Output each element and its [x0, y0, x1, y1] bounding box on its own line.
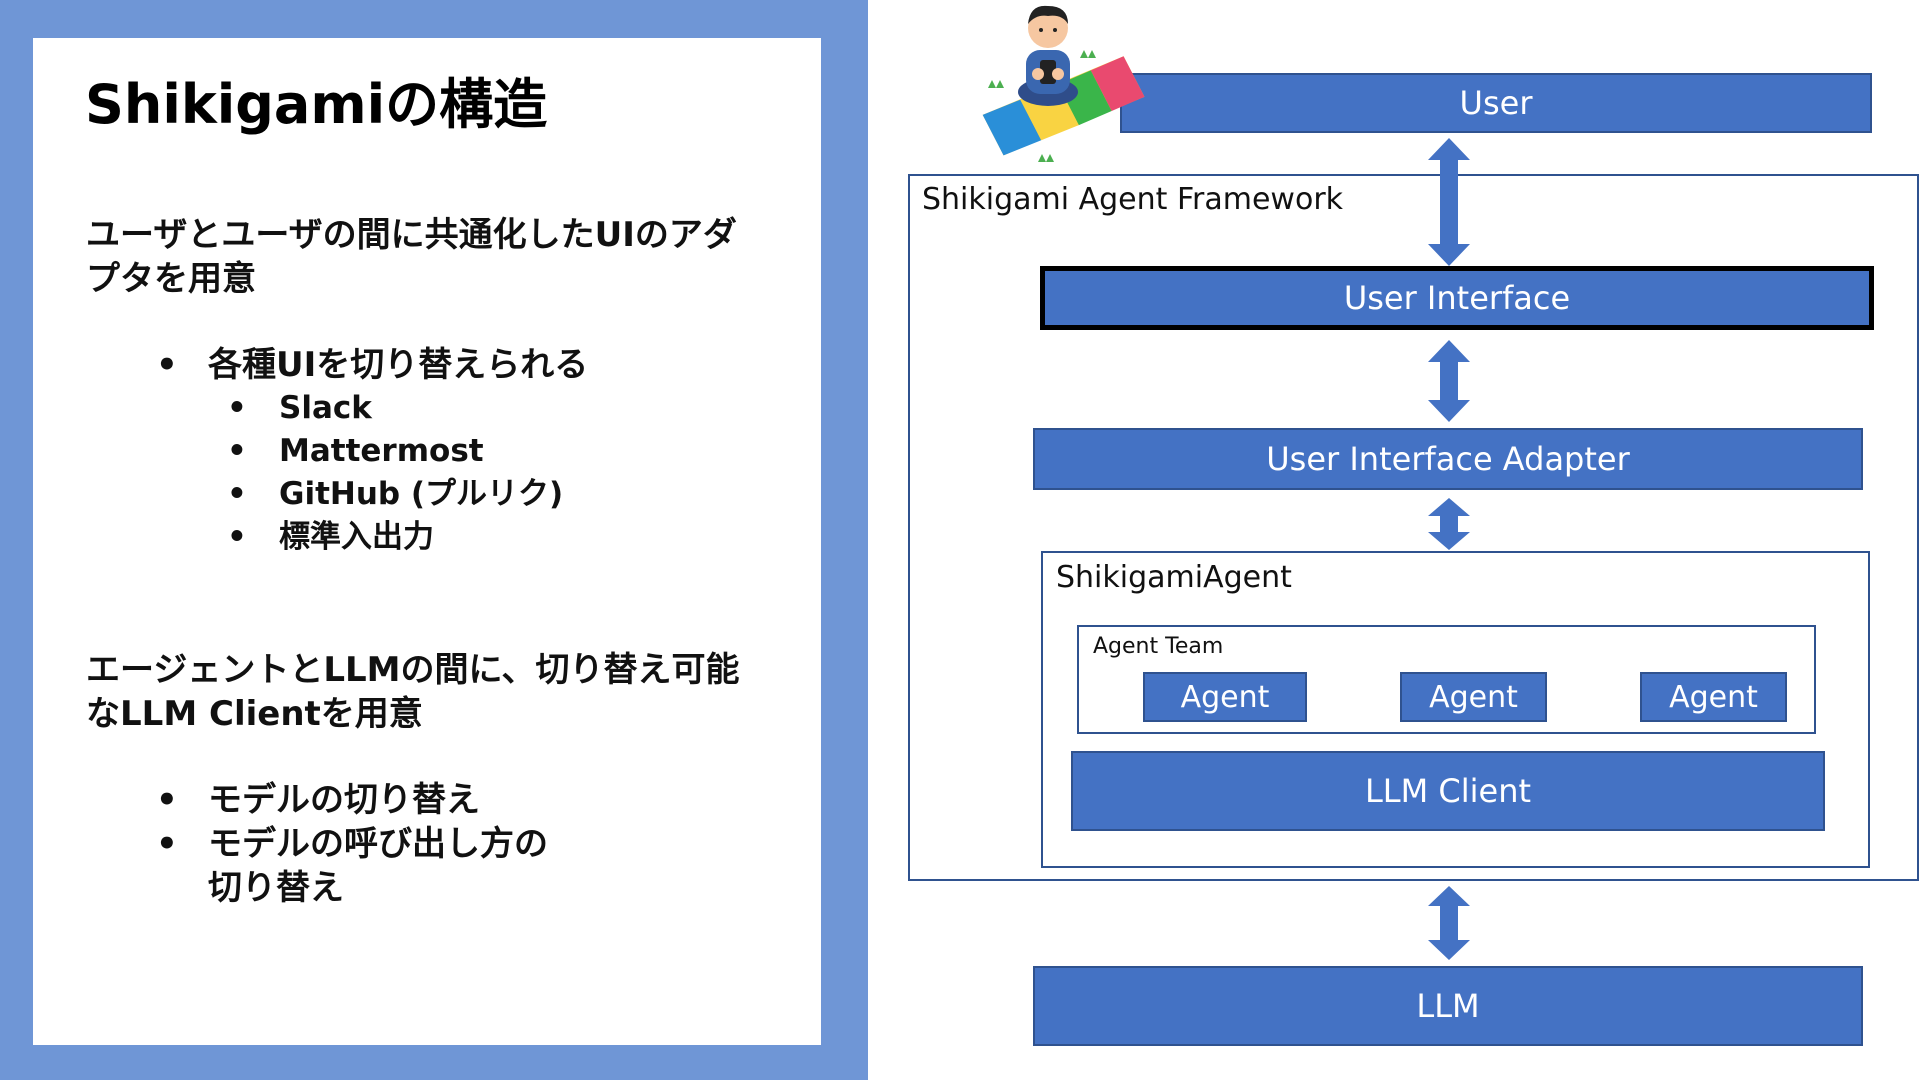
agent-label: Agent — [1669, 679, 1758, 715]
bullet-text: 各種UIを切り替えられる — [208, 345, 589, 385]
list-item: 各種UIを切り替えられる Slack Mattermost GitHub (プル… — [156, 343, 756, 559]
llm-client-box: LLM Client — [1071, 751, 1825, 831]
shikigami-agent-frame — [1041, 551, 1870, 868]
section1-paragraph: ユーザとユーザの間に共通化したUIのアダプタを用意 — [86, 215, 737, 299]
slide-title: Shikigamiの構造 — [85, 73, 548, 136]
user-interface-label: User Interface — [1343, 279, 1571, 317]
arrow-adapter-to-agent — [1428, 498, 1470, 550]
sub-list: Slack Mattermost GitHub (プルリク) 標準入出力 — [227, 387, 756, 559]
agent-team-frame — [1077, 625, 1816, 734]
agent-box-2: Agent — [1400, 672, 1547, 722]
content-card: Shikigamiの構造 ユーザとユーザの間に共通化したUIのアダプタを用意 各… — [33, 38, 821, 1045]
agent-label: Agent — [1180, 679, 1270, 715]
left-panel: Shikigamiの構造 ユーザとユーザの間に共通化したUIのアダプタを用意 各… — [0, 0, 868, 1080]
sub-list-item: Slack — [227, 387, 756, 430]
agent-team-label: Agent Team — [1093, 634, 1224, 659]
agent-box-1: Agent — [1143, 672, 1307, 722]
arrow-user-to-ui — [1428, 138, 1470, 266]
list-item: モデルの呼び出し方の切り替え — [156, 822, 576, 910]
user-box: User — [1120, 73, 1872, 133]
list-item: モデルの切り替え — [156, 778, 576, 822]
user-interface-adapter-label: User Interface Adapter — [1266, 440, 1630, 478]
sub-list-item: 標準入出力 — [227, 516, 756, 559]
section2-paragraph: エージェントとLLMの間に、切り替え可能なLLM Clientを用意 — [86, 650, 740, 734]
user-avatar-icon — [982, 5, 1145, 162]
llm-box: LLM — [1033, 966, 1863, 1046]
section1-list: 各種UIを切り替えられる Slack Mattermost GitHub (プル… — [156, 343, 756, 559]
sub-list-item: GitHub (プルリク) — [227, 473, 756, 516]
arrow-framework-to-llm — [1428, 886, 1470, 960]
user-interface-adapter-box: User Interface Adapter — [1033, 428, 1863, 490]
framework-label: Shikigami Agent Framework — [922, 182, 1344, 217]
section2-list: モデルの切り替え モデルの呼び出し方の切り替え — [156, 778, 576, 910]
agent-box-3: Agent — [1640, 672, 1787, 722]
user-box-label: User — [1459, 84, 1533, 122]
sub-list-item: Mattermost — [227, 430, 756, 473]
user-interface-box: User Interface — [1040, 266, 1874, 330]
llm-label: LLM — [1416, 987, 1480, 1025]
shikigami-agent-label: ShikigamiAgent — [1056, 560, 1292, 595]
llm-client-label: LLM Client — [1364, 772, 1532, 810]
framework-frame — [908, 174, 1919, 881]
arrow-ui-to-adapter — [1428, 340, 1470, 422]
agent-label: Agent — [1429, 679, 1518, 715]
